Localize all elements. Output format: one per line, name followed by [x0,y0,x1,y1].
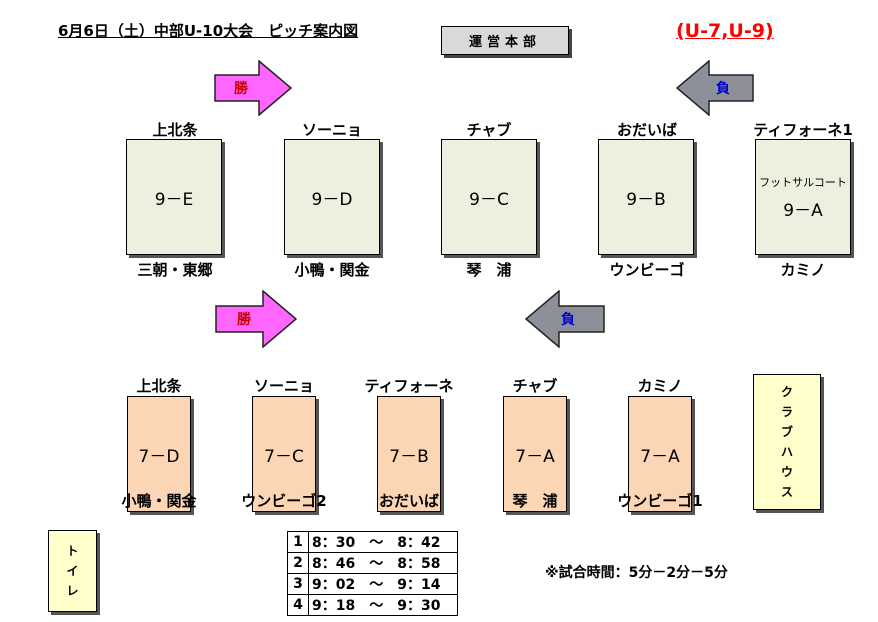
court-name: 9－C [469,189,509,210]
match-number: 4 [287,594,309,616]
win-arrow-top: 勝 [214,59,293,117]
court-9d-team-top: ソーニョ [301,121,363,139]
right-arrow-icon [214,59,293,117]
table-row: 1 8：30 ～ 8：42 [287,531,458,553]
left-arrow-icon [675,59,754,117]
court-7a2-team-top: カミノ [637,377,683,395]
court-7c-team-top: ソーニョ [253,377,315,395]
match-number: 3 [287,573,309,595]
court-7d-team-top: 上北条 [136,377,182,395]
court-9a-team-bottom: カミノ [780,261,826,279]
court-7b-team-bottom: おだいば [378,492,440,510]
lose-arrow-bottom: 負 [524,289,605,349]
toilet-char: ト [66,544,79,558]
court-9d-team-bottom: 小鴨・関金 [294,261,370,279]
court-7b-team-top: ティフォーネ [364,377,454,395]
court-7a-team-bottom: 琴 浦 [512,492,558,510]
clubhouse-char: ハ [780,445,793,459]
court-7a2: 7－A [628,396,692,512]
lose-arrow-top: 負 [675,59,754,117]
schedule-table: 1 8：30 ～ 8：42 2 8：46 ～ 8：58 3 9：02 ～ 9：1… [287,531,458,616]
court-9b: 9－B [598,139,694,255]
clubhouse-char: ク [780,385,793,399]
court-7a: 7－A [503,396,567,512]
court-9b-team-top: おだいば [616,121,678,139]
court-name: 7－B [389,446,429,467]
age-groups-label: (U-7,U-9) [676,20,774,42]
court-7d-team-bottom: 小鴨・関金 [121,492,197,510]
court-9d: 9－D [284,139,380,255]
clubhouse-char: ス [780,485,793,499]
headquarters-box: 運営本部 [441,26,569,55]
table-row: 3 9：02 ～ 9：14 [287,573,458,595]
clubhouse: ク ラ ブ ハ ウ ス [753,374,821,510]
left-arrow-icon [524,289,605,349]
court-name: 9－E [154,189,194,210]
toilet-char: レ [66,584,79,598]
court-9e-team-top: 上北条 [152,121,198,139]
court-7c-team-bottom: ウンビーゴ2 [241,492,327,510]
court-name: 7－D [138,446,180,467]
court-7a2-team-bottom: ウンビーゴ1 [617,492,703,510]
match-duration-note: ※試合時間：5分－2分－5分 [545,565,728,581]
court-name: 7－C [264,446,304,467]
match-number: 2 [287,552,309,574]
court-7a-team-top: チャブ [512,377,558,395]
court-9e: 9－E [126,139,222,255]
court-7c: 7－C [252,396,316,512]
court-7d: 7－D [127,396,191,512]
court-name: 9－A [783,200,823,221]
clubhouse-char: ラ [780,405,793,419]
court-name: 9－D [311,189,353,210]
page-title: 6月6日（土）中部U-10大会 ピッチ案内図 [58,22,359,40]
court-9e-team-bottom: 三朝・東郷 [137,261,213,279]
court-9c: 9－C [441,139,537,255]
court-name: 7－A [515,446,555,467]
court-9c-team-top: チャブ [466,121,512,139]
win-arrow-bottom: 勝 [215,289,298,349]
toilet-char: イ [66,564,79,578]
court-9a-team-top: ティフォーネ1 [753,121,853,139]
table-row: 4 9：18 ～ 9：30 [287,594,458,616]
court-7b: 7－B [377,396,441,512]
win-label: 勝 [234,81,248,97]
match-time: 9：18 ～ 9：30 [308,594,458,616]
court-name: 7－A [640,446,680,467]
court-9a: フットサルコート 9－A [755,139,851,255]
match-number: 1 [287,531,309,553]
lose-label: 負 [561,312,575,328]
clubhouse-char: ブ [780,425,793,439]
court-subtitle: フットサルコート [759,175,847,189]
clubhouse-char: ウ [780,465,793,479]
right-arrow-icon [215,289,298,349]
match-time: 8：30 ～ 8：42 [308,531,458,553]
toilet: ト イ レ [48,530,97,612]
table-row: 2 8：46 ～ 8：58 [287,552,458,574]
court-name: 9－B [626,189,666,210]
court-9c-team-bottom: 琴 浦 [466,261,512,279]
win-label: 勝 [237,312,251,328]
match-time: 8：46 ～ 8：58 [308,552,458,574]
match-time: 9：02 ～ 9：14 [308,573,458,595]
court-9b-team-bottom: ウンビーゴ [609,261,685,279]
lose-label: 負 [716,81,730,97]
